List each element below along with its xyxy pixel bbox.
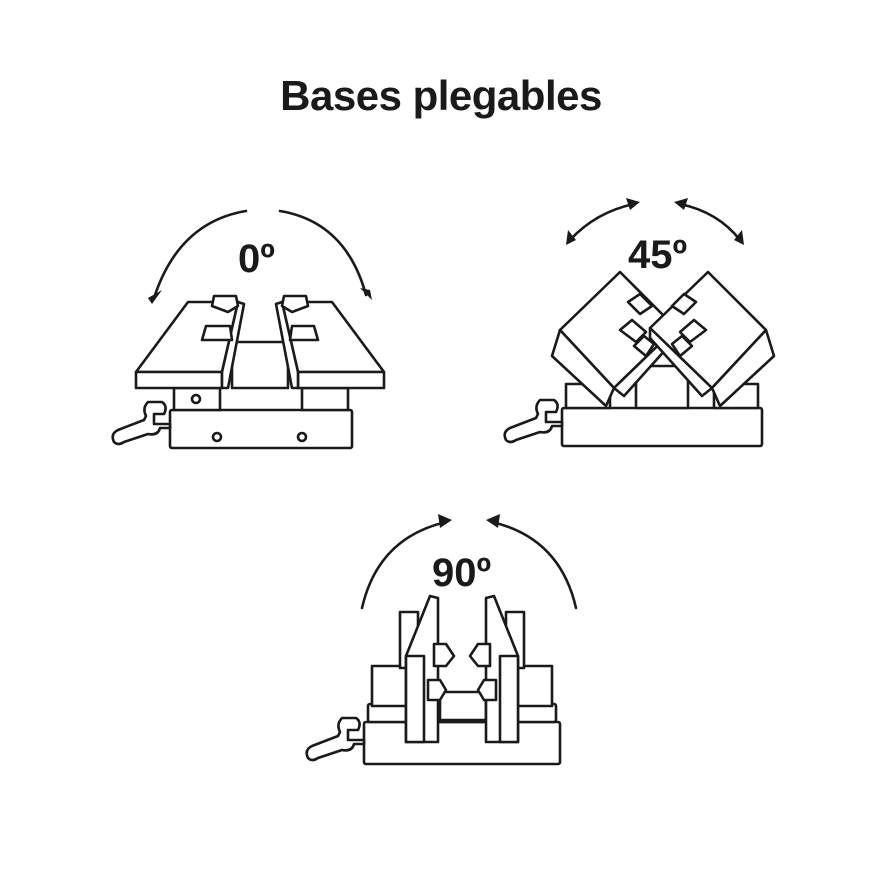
arrowhead-45-c	[674, 198, 688, 210]
vise-0-jaw-right-tooth-top	[280, 294, 310, 314]
vise-0-jaw-left-edge	[220, 300, 246, 390]
vise-0-base	[168, 408, 354, 450]
arrowhead-45-d	[734, 230, 744, 245]
vise-90-crank-handle	[305, 716, 366, 762]
vise-0-jaw-right-front	[296, 370, 386, 390]
page-title: Bases plegables	[280, 72, 602, 119]
arrowhead-45-a	[566, 230, 576, 245]
vise-45-tooth-1	[626, 292, 654, 316]
vise-45-tooth-4	[678, 318, 708, 344]
vise-90-side-block-right	[514, 664, 554, 708]
rotate-arrow-90-right	[490, 520, 578, 610]
angle-label-0: 0º	[238, 237, 275, 281]
vise-0-crank-handle	[111, 400, 172, 446]
vise-0-diagram: 0º	[111, 209, 386, 450]
vise-45-tooth-5	[632, 334, 656, 358]
vise-0-base-hole-right	[296, 431, 308, 443]
arrowhead-45-b	[626, 198, 640, 210]
vise-90-diagram: 90º	[305, 514, 578, 766]
vise-90-jaw-right-face	[498, 654, 520, 744]
vise-90-tooth-2	[468, 642, 492, 668]
vise-0-jaw-left-front	[134, 370, 224, 390]
vise-90-jaw-left-face	[404, 654, 426, 744]
vise-90-tooth-1	[432, 642, 456, 668]
vise-45-tooth-3	[618, 318, 648, 344]
rotate-arrow-45-left	[568, 202, 636, 242]
rotate-arrow-45-right	[678, 202, 742, 242]
vise-0-jaw-right-tooth-bottom	[288, 324, 320, 342]
vise-0-jaw-left-tooth-top	[210, 294, 240, 314]
vise-0-center-block	[230, 340, 290, 390]
vise-45-tooth-6	[670, 334, 694, 358]
vise-45-jaw-right-edge	[648, 326, 714, 398]
rotate-arrow-90-left	[360, 520, 448, 610]
arrowhead-90-right	[486, 514, 500, 528]
rotate-right-arrow-0	[278, 209, 368, 297]
vise-45-diagram: 45º	[503, 198, 776, 448]
arrowhead-0-left	[148, 290, 162, 304]
vise-0-riser-hole	[190, 393, 202, 405]
rotate-left-arrow-0	[153, 209, 248, 297]
vise-90-base	[362, 720, 562, 766]
angle-label-45: 45º	[628, 233, 687, 277]
vise-0-jaw-left-tooth-bottom	[200, 324, 234, 342]
vise-0-jaw-right-edge	[274, 300, 300, 390]
arrowhead-0-right	[360, 288, 372, 300]
vise-45-crank-handle	[503, 398, 564, 444]
vise-90-center-block	[438, 690, 488, 722]
vise-0-base-hole-left	[211, 431, 223, 443]
vise-90-tooth-4	[476, 678, 498, 702]
vise-45-tooth-2	[670, 292, 698, 316]
vise-90-side-block-left	[370, 664, 410, 708]
vise-45-base	[560, 406, 764, 448]
vise-90-tooth-3	[426, 678, 448, 702]
angle-label-90: 90º	[432, 551, 491, 595]
arrowhead-90-left	[438, 514, 452, 528]
vise-0-riser-right	[300, 386, 350, 412]
